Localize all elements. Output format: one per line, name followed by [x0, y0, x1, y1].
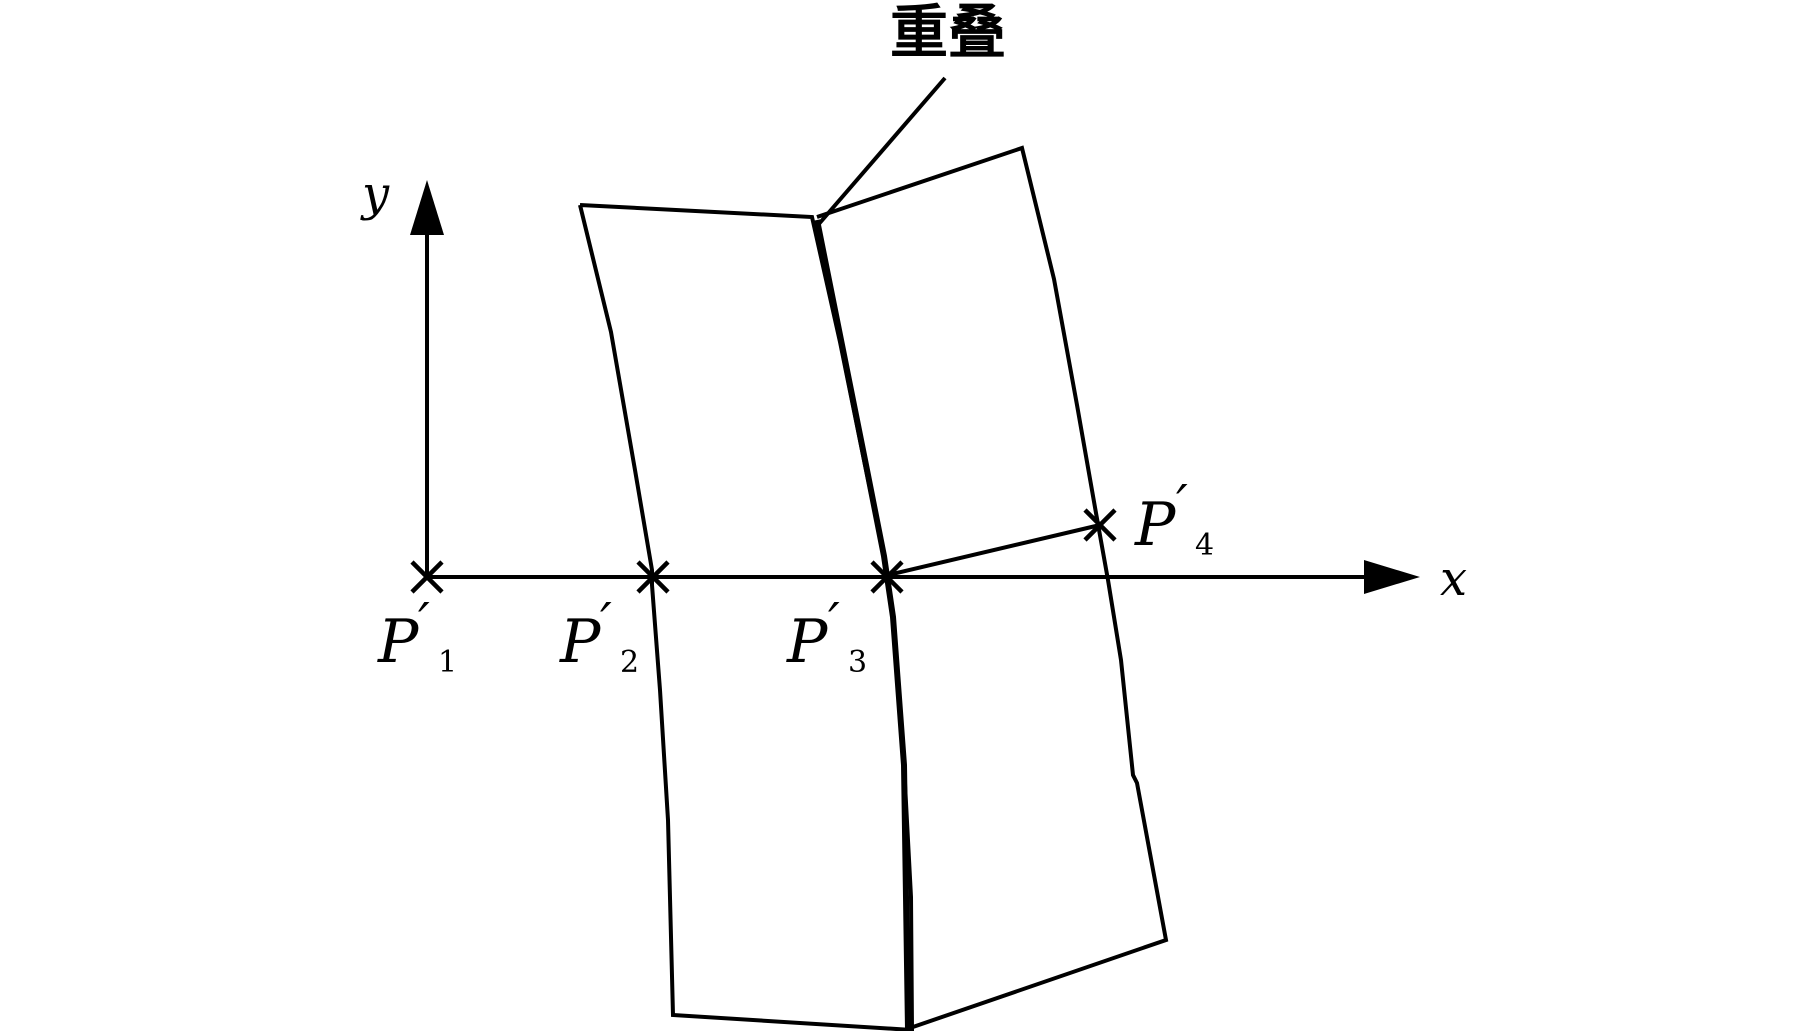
point-label-p4: P ′ 4	[1134, 475, 1214, 563]
left-panel-outline	[578, 203, 915, 1031]
p3-p4-segment	[887, 523, 1101, 577]
point-label-p3: P ′ 3	[786, 593, 867, 680]
y-axis-label: y	[360, 166, 390, 222]
x-axis-arrowhead	[1364, 560, 1420, 594]
point-marker-p4	[1083, 508, 1117, 542]
point-label-p2: P ′ 2	[559, 593, 639, 680]
right-panel	[814, 145, 1169, 1031]
point-label-p1-letter: P	[377, 607, 420, 677]
overlap-seam	[814, 219, 911, 1031]
point-label-p3-letter: P	[786, 607, 829, 677]
point-label-p2-prime: ′	[600, 593, 612, 653]
point-label-p4-sub: 4	[1195, 528, 1214, 563]
axes: x y	[360, 166, 1467, 607]
point-label-p1-sub: 1	[438, 645, 457, 680]
x-axis-label: x	[1440, 551, 1467, 607]
point-label-p1-prime: ′	[418, 593, 430, 653]
point-label-p4-letter: P	[1134, 490, 1177, 560]
point-label-p3-sub: 3	[848, 645, 867, 680]
left-panel	[578, 203, 915, 1031]
point-label-p3-prime: ′	[828, 593, 840, 653]
point-marker-p2	[636, 560, 670, 594]
overlap-leader-line	[816, 76, 947, 227]
right-panel-outline	[816, 145, 1169, 1030]
point-marker-p1	[410, 560, 444, 594]
point-label-p1: P ′ 1	[377, 593, 457, 680]
overlap-label: 重叠	[890, 0, 1006, 66]
point-markers	[410, 508, 1117, 594]
point-label-p4-prime: ′	[1176, 475, 1188, 535]
y-axis-arrowhead	[410, 180, 444, 235]
point-label-p2-letter: P	[559, 607, 602, 677]
point-label-p2-sub: 2	[620, 645, 639, 680]
point-marker-p3	[870, 560, 904, 594]
